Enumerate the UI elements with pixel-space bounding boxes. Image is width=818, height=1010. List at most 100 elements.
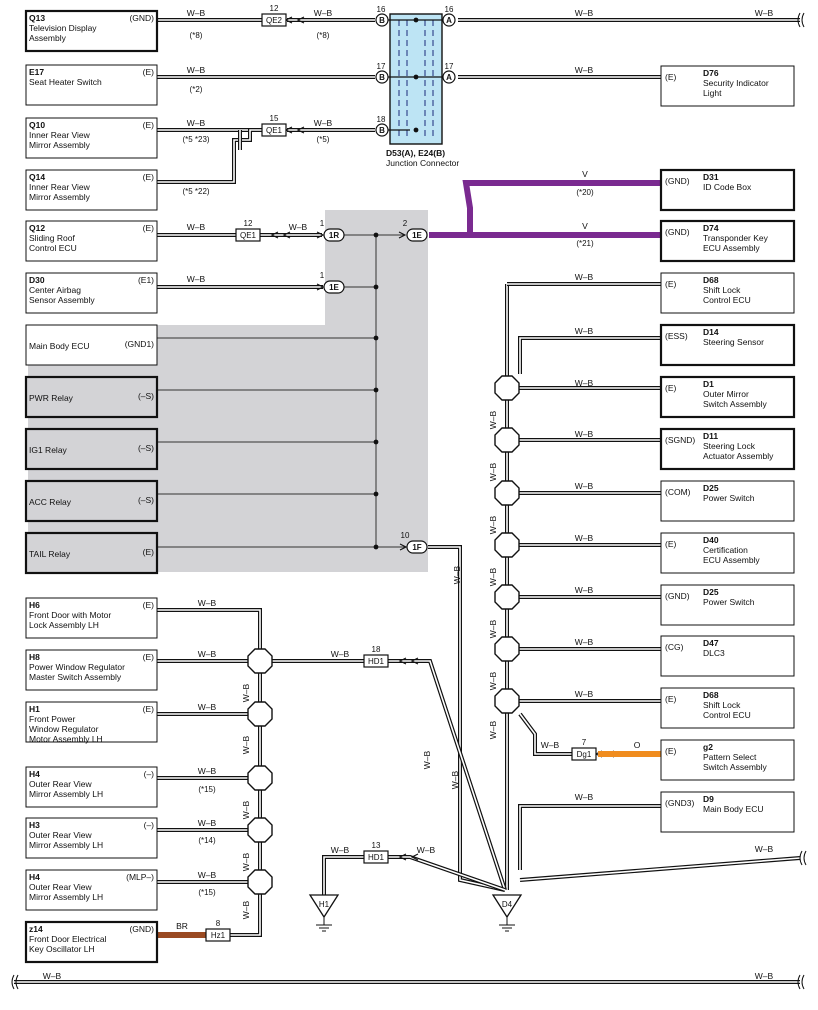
wire-color-label: W–B: [575, 637, 594, 647]
component-code: D1: [703, 379, 714, 389]
splice-point: [494, 688, 520, 714]
wire-color-label: W–B: [187, 222, 206, 232]
component-name: Light: [703, 88, 722, 98]
component-name: Window Regulator: [29, 724, 99, 734]
ground-triangle: [308, 894, 340, 919]
arrow: [398, 853, 407, 861]
component-pin: (E): [665, 539, 677, 549]
component-code: D14: [703, 327, 719, 337]
arrow: [296, 16, 305, 24]
component-name: Outer Rear View: [29, 830, 93, 840]
component-name: Front Door with Motor: [29, 610, 111, 620]
junction-dot: [373, 232, 379, 238]
wire-color-label: V: [582, 169, 588, 179]
component-name: Outer Rear View: [29, 779, 93, 789]
component-box: [659, 323, 796, 367]
wire-color-label: W–B: [575, 326, 594, 336]
wire-color-label: W–B: [755, 8, 774, 18]
component-name: Lock Assembly LH: [29, 620, 99, 630]
wire-color-label: W–B: [198, 766, 217, 776]
ground-triangle: [491, 894, 523, 919]
wire-color-label: W–B: [488, 462, 498, 481]
wire-color-label: W–B: [575, 272, 594, 282]
connector-pin-number: 7: [582, 738, 587, 747]
arrow: [270, 231, 279, 239]
wire-note: (*15): [198, 785, 216, 794]
wire-color-label: W–B: [198, 598, 217, 608]
component-pin: (E): [665, 383, 677, 393]
component-name: Assembly: [29, 33, 67, 43]
connector-pin-number: 1: [320, 271, 325, 280]
connector-name: HD1: [368, 853, 385, 862]
component-name: Sensor Assembly: [29, 295, 95, 305]
wire-color-label: W–B: [314, 118, 333, 128]
component-name: Mirror Assembly LH: [29, 892, 103, 902]
component-name: Actuator Assembly: [703, 451, 774, 461]
round-connector-1r: 1R1: [320, 219, 345, 242]
left-component-tail-relay: TAIL Relay(E): [24, 531, 159, 575]
component-name: ACC Relay: [29, 497, 72, 507]
wire-note: (*5): [317, 135, 330, 144]
component-pin: (GND3): [665, 798, 694, 808]
component-pin: (E): [665, 72, 677, 82]
arrow: [316, 283, 325, 291]
ground-h1: H1: [308, 894, 340, 932]
wire-color-label: W–B: [575, 65, 594, 75]
component-box: [660, 791, 795, 833]
wire-color-label: W–B: [488, 720, 498, 739]
component-box: [24, 9, 159, 53]
component-box: [25, 272, 158, 314]
component-code: H4: [29, 872, 40, 882]
component-pin: (GND): [665, 176, 690, 186]
component-name: Control ECU: [29, 243, 77, 253]
wire-color-label: W–B: [241, 683, 251, 702]
connector-pin-circle: [375, 13, 389, 27]
wire-color-label: W–B: [241, 852, 251, 871]
component-pin: (–S): [138, 391, 154, 401]
component-name: Key Oscillator LH: [29, 944, 95, 954]
wire-color-label: W–B: [488, 619, 498, 638]
connector-body: [363, 850, 389, 864]
wire: [388, 856, 506, 891]
component-pin: (GND): [129, 13, 154, 23]
component-box: [659, 375, 796, 419]
wire: [428, 546, 506, 891]
component-pin: (–): [144, 769, 155, 779]
component-box: [25, 324, 158, 366]
inline-connectors: QE212QE115QE112HD118HD113Dg17Hz181R11E21…: [205, 4, 597, 942]
wire-color-label: W–B: [187, 8, 206, 18]
left-component-main-body-ecu: Main Body ECU(GND1): [25, 324, 158, 366]
wire-color-label: W–B: [575, 378, 594, 388]
component-name: Shift Lock: [703, 700, 741, 710]
component-code: g2: [703, 742, 713, 752]
connector-pin-number: 18: [377, 115, 386, 124]
connector-body: [235, 228, 261, 242]
connector-body: [406, 540, 428, 554]
wire: [519, 805, 661, 870]
wire: [519, 857, 801, 881]
connector-pin-number: 17: [445, 62, 454, 71]
component-pin: (GND): [129, 924, 154, 934]
ground-symbol: [499, 917, 515, 932]
component-code: D68: [703, 275, 719, 285]
wire-break: [799, 850, 807, 866]
wire-color-label: W–B: [187, 274, 206, 284]
component-name: Inner Rear View: [29, 182, 91, 192]
component-pin: (E): [143, 67, 155, 77]
component-pin: (E): [665, 746, 677, 756]
connector-pin-circle: [442, 70, 456, 84]
component-pin: (ESS): [665, 331, 688, 341]
component-code: Q14: [29, 172, 45, 182]
